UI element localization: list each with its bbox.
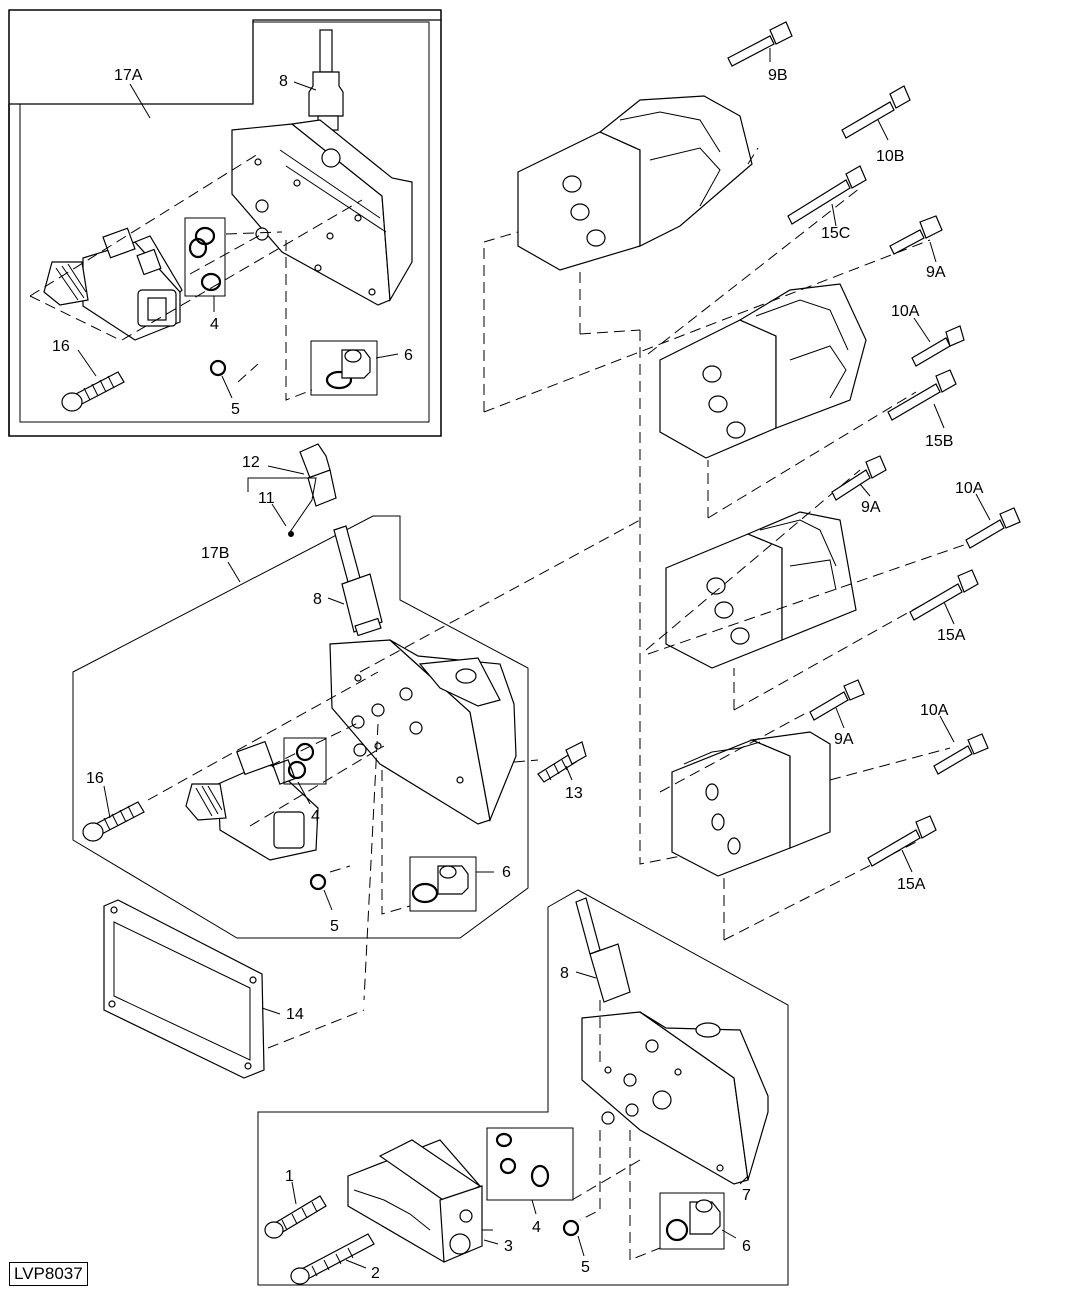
- callout-4-middle: 4: [311, 808, 320, 825]
- callout-15b: 15B: [925, 433, 953, 450]
- valve-section-3: [645, 469, 991, 711]
- callout-7: 7: [742, 1187, 751, 1204]
- callout-15a-2: 15A: [897, 876, 926, 893]
- right-bolts: [727, 21, 1021, 867]
- callout-8-bottom: 8: [560, 965, 569, 982]
- callout-9a-1: 9A: [926, 264, 946, 281]
- callout-5-bottom: 5: [581, 1259, 590, 1276]
- callout-3: 3: [504, 1238, 513, 1255]
- callout-6-middle: 6: [502, 864, 511, 881]
- gasket-14: [103, 899, 265, 1079]
- callout-10a-3: 10A: [920, 702, 949, 719]
- control-valve-assembly-bottom: [264, 897, 769, 1285]
- control-valve-assembly-17b: [82, 443, 641, 1049]
- callout-16-upper: 16: [52, 338, 70, 355]
- callout-11: 11: [258, 490, 275, 507]
- callout-labels: 17A 8 4 16 5 6 12 11 17B 8 16 4 13 6 5 1…: [52, 67, 984, 1282]
- callout-14: 14: [286, 1006, 304, 1023]
- valve-section-4: [659, 711, 951, 941]
- callout-13: 13: [565, 785, 583, 802]
- callout-1: 1: [285, 1168, 294, 1185]
- callout-6-bottom: 6: [742, 1238, 751, 1255]
- callout-5-middle: 5: [330, 918, 339, 935]
- callout-16-middle: 16: [86, 770, 104, 787]
- callout-9a-2: 9A: [861, 499, 881, 516]
- group-frame-bottom: [257, 889, 789, 1286]
- callout-2: 2: [371, 1265, 380, 1282]
- callout-5-upper: 5: [231, 401, 240, 418]
- callout-8-middle: 8: [313, 591, 322, 608]
- outer-frame-17a: [8, 9, 442, 437]
- callout-9a-3: 9A: [834, 731, 854, 748]
- callout-10a-1: 10A: [891, 303, 920, 320]
- callout-17a: 17A: [114, 67, 143, 84]
- control-valve-assembly-17a: [29, 29, 413, 412]
- callout-4-bottom: 4: [532, 1219, 541, 1236]
- leader-lines: [77, 48, 991, 1269]
- callout-10b: 10B: [876, 148, 904, 165]
- valve-section-2: [483, 187, 931, 519]
- callout-8-upper: 8: [279, 73, 288, 90]
- valve-section-1: [483, 95, 759, 865]
- callout-6-upper: 6: [404, 347, 413, 364]
- group-frame-17b: [72, 515, 529, 939]
- callout-10a-2: 10A: [955, 480, 984, 497]
- inner-frame-17a: [19, 21, 430, 423]
- diagram-code: LVP8037: [9, 1262, 88, 1286]
- callout-17b: 17B: [201, 545, 229, 562]
- callout-15c: 15C: [821, 225, 850, 242]
- callout-15a-1: 15A: [937, 627, 966, 644]
- callout-9b: 9B: [768, 67, 788, 84]
- callout-4-upper: 4: [210, 316, 219, 333]
- callout-12: 12: [242, 454, 260, 471]
